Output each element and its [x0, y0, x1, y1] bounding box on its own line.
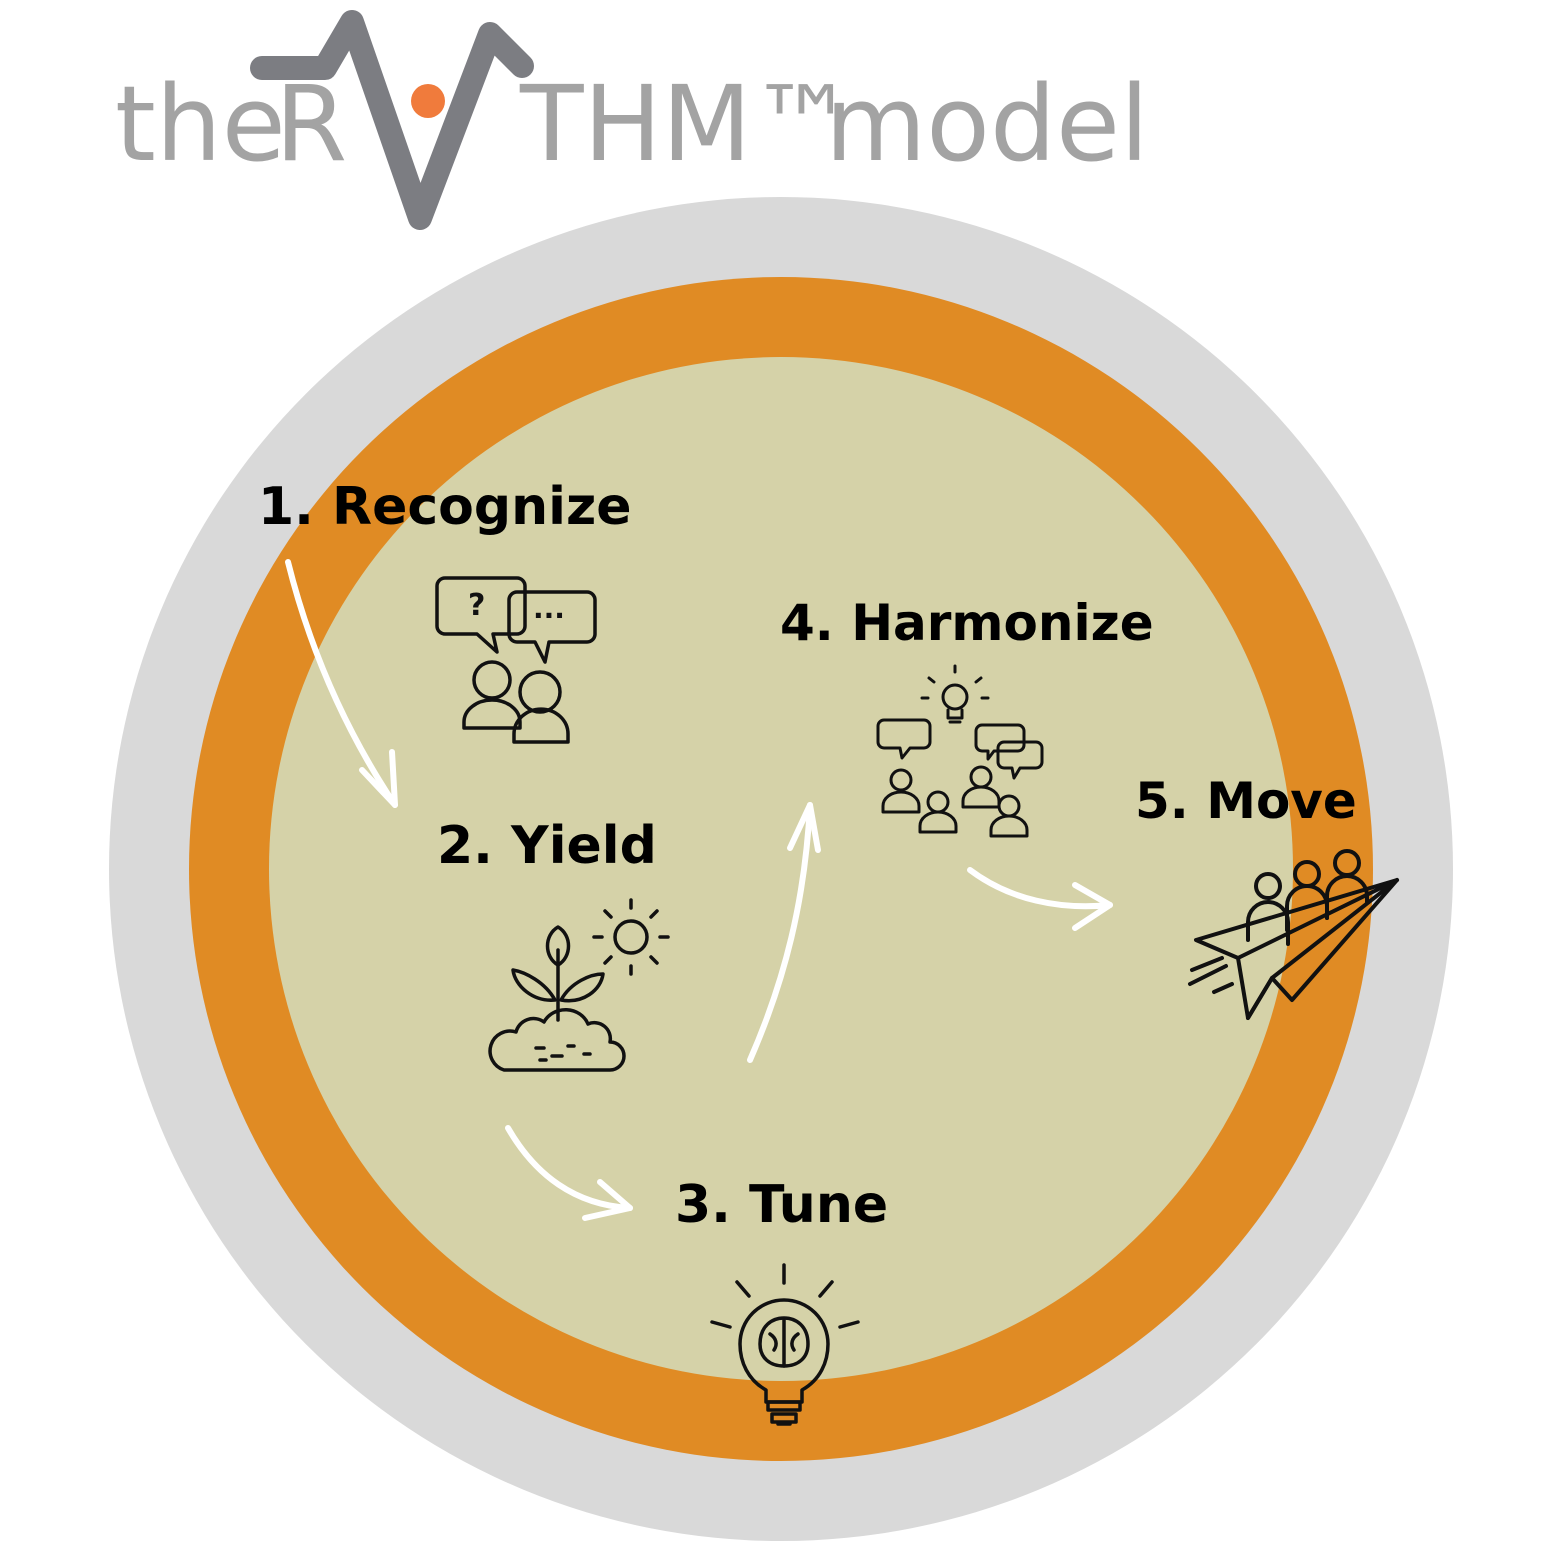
- group-idea-chat-icon: [876, 664, 1044, 838]
- orange-dot-icon: [411, 84, 445, 118]
- ellipsis-glyph: ...: [533, 592, 565, 625]
- plant-sun-icon: [488, 898, 670, 1072]
- brain-lightbulb-icon: [710, 1263, 860, 1426]
- title-suffix: THM™: [519, 63, 855, 185]
- title-prefix: the: [115, 63, 286, 185]
- people-paper-plane-icon: [1188, 849, 1399, 1020]
- title-word-model: model: [825, 63, 1149, 185]
- step-4-label: 4. Harmonize: [780, 594, 1154, 652]
- step-1-label: 1. Recognize: [258, 477, 632, 537]
- flow-arrows: [285, 559, 1113, 1221]
- step-2-label: 2. Yield: [437, 816, 657, 876]
- arrow-harmonize-to-move: [967, 867, 1113, 931]
- arrow-tune-to-harmonize: [747, 802, 821, 1063]
- title-logo: the R THM™ model: [115, 10, 1149, 230]
- step-5-label: 5. Move: [1135, 772, 1357, 830]
- people-question-chat-icon: ? ...: [435, 576, 597, 744]
- title-letter-r: R: [275, 63, 347, 185]
- arrow-yield-to-tune: [505, 1125, 633, 1221]
- heartbeat-wave-icon: [250, 10, 534, 230]
- arrow-recognize-to-yield: [285, 559, 398, 808]
- step-3-label: 3. Tune: [675, 1175, 888, 1235]
- question-mark-glyph: ?: [468, 588, 485, 623]
